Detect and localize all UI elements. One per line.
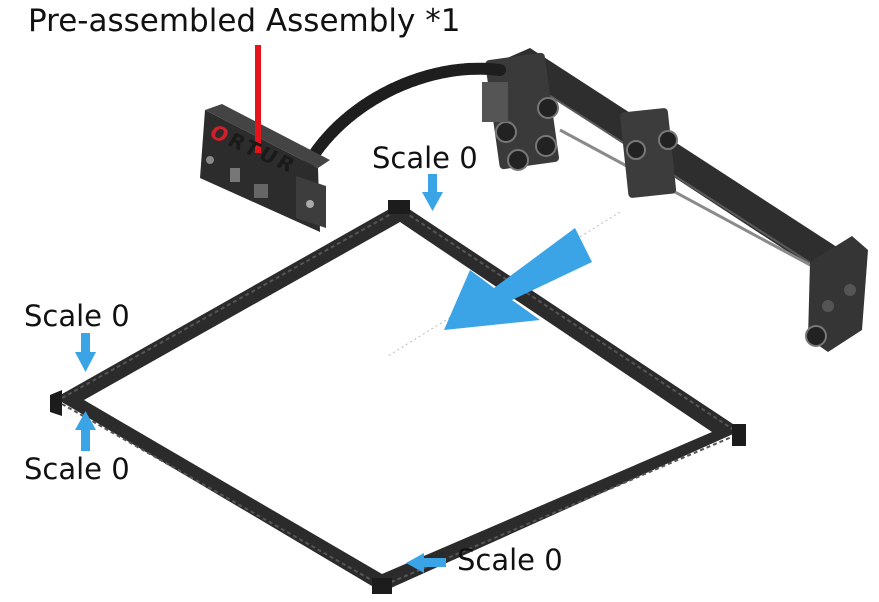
arrow-down-icon — [422, 174, 443, 211]
motor-block — [482, 82, 508, 122]
guide-rod — [559, 128, 839, 282]
frame-groove-bottom — [61, 403, 735, 588]
scale-label-left-upper: Scale 0 — [24, 299, 130, 333]
frame-corner-bottom — [372, 578, 392, 594]
button-icon — [206, 156, 214, 164]
gantry-beam-edge — [509, 69, 841, 283]
frame-corner-right — [732, 424, 746, 446]
arrow-up-icon — [75, 411, 96, 451]
arrow-down-icon — [75, 333, 96, 372]
frame-inner-opening — [84, 222, 712, 574]
placement-direction-arrow — [444, 228, 592, 330]
wheel-icon — [844, 284, 856, 296]
wheel-icon — [537, 97, 559, 119]
frame-corner-top — [388, 200, 410, 214]
wheel-icon — [507, 149, 529, 171]
control-box-side — [205, 104, 330, 168]
wheel-icon — [658, 130, 678, 150]
end-plate-right — [808, 236, 868, 352]
gantry-beam — [498, 48, 860, 278]
power-switch-icon — [230, 168, 240, 182]
wheel-icon — [535, 135, 557, 157]
frame-corner-left — [50, 390, 62, 416]
indicator-line — [255, 45, 261, 153]
laser-carriage — [620, 108, 677, 198]
scale-label-top: Scale 0 — [372, 141, 478, 175]
base-frame — [50, 200, 746, 594]
control-box — [200, 104, 330, 232]
wheel-icon — [805, 325, 827, 347]
screw-icon — [306, 200, 314, 208]
scale-label-left-lower: Scale 0 — [24, 452, 130, 486]
arrow-left-icon — [406, 553, 446, 573]
x-axis-gantry — [482, 48, 868, 352]
wheel-icon — [626, 140, 646, 160]
control-box-face — [200, 110, 320, 232]
assembly-title-label: Pre-assembled Assembly *1 — [28, 3, 461, 39]
wheel-icon — [495, 121, 517, 143]
usb-port-icon — [254, 184, 268, 198]
scale-label-bottom: Scale 0 — [457, 543, 563, 577]
wheel-icon — [822, 300, 834, 312]
